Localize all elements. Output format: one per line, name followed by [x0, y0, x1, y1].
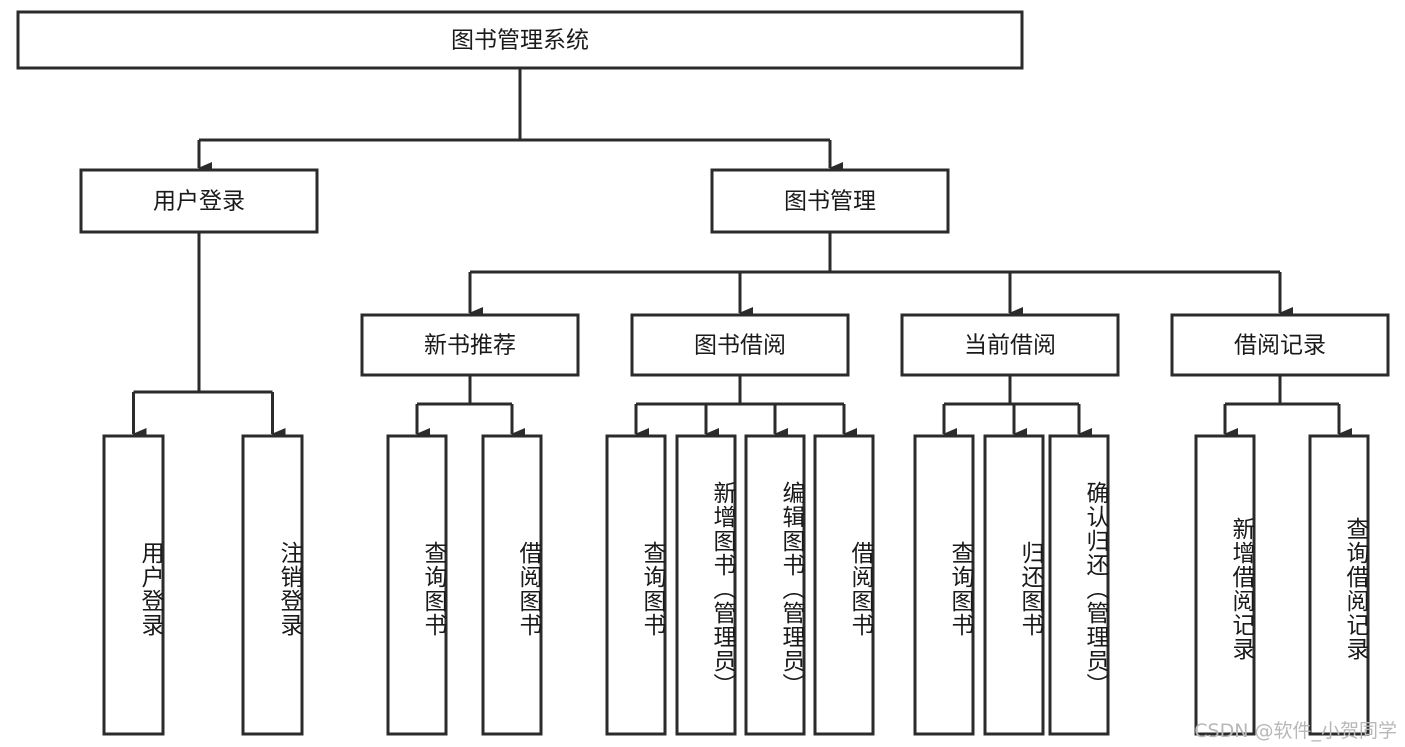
leaf-leaf-query-book-3[interactable]: [913, 434, 975, 736]
node-user-login[interactable]: [79, 168, 319, 234]
leaf-leaf-return-book[interactable]: [983, 434, 1045, 736]
leaf-leaf-query-book-1-rect[interactable]: [386, 434, 448, 736]
node-book-borrow-rect[interactable]: [630, 313, 850, 377]
leaf-leaf-add-book-admin[interactable]: [675, 434, 737, 736]
node-borrow-record[interactable]: [1170, 313, 1390, 377]
node-user-login-label: 用户登录: [153, 189, 245, 215]
leaf-leaf-return-book-rect[interactable]: [983, 434, 1045, 736]
leaf-leaf-add-borrow-record-rect[interactable]: [1194, 434, 1256, 736]
leaf-leaf-query-borrow-record[interactable]: [1308, 434, 1370, 736]
leaf-leaf-add-borrow-record[interactable]: [1194, 434, 1256, 736]
leaf-leaf-borrow-book-1[interactable]: [481, 434, 543, 736]
leaf-leaf-confirm-return[interactable]: [1048, 434, 1110, 736]
leaf-leaf-logout-login[interactable]: [241, 434, 304, 736]
node-new-book-recommend[interactable]: [360, 313, 580, 377]
node-user-login-rect[interactable]: [79, 168, 319, 234]
root-node[interactable]: [16, 10, 1024, 70]
leaf-leaf-logout-login-rect[interactable]: [241, 434, 304, 736]
leaf-leaf-add-book-admin-rect[interactable]: [675, 434, 737, 736]
node-book-manage-rect[interactable]: [710, 168, 950, 234]
leaf-leaf-borrow-book-2[interactable]: [813, 434, 875, 736]
node-current-borrow-rect[interactable]: [900, 313, 1120, 377]
leaf-leaf-user-login[interactable]: [102, 434, 165, 736]
leaf-leaf-user-login-rect[interactable]: [102, 434, 165, 736]
node-book-manage[interactable]: [710, 168, 950, 234]
node-new-book-recommend-rect[interactable]: [360, 313, 580, 377]
leaf-leaf-query-book-1[interactable]: [386, 434, 448, 736]
connector-links: [132, 68, 1352, 440]
leaf-leaf-borrow-book-1-rect[interactable]: [481, 434, 543, 736]
node-new-book-recommend-label: 新书推荐: [424, 333, 516, 359]
leaf-leaf-query-book-3-rect[interactable]: [913, 434, 975, 736]
leaf-leaf-edit-book-admin-rect[interactable]: [744, 434, 806, 736]
leaf-leaf-confirm-return-rect[interactable]: [1048, 434, 1110, 736]
node-book-borrow[interactable]: [630, 313, 850, 377]
node-current-borrow[interactable]: [900, 313, 1120, 377]
root-node-rect[interactable]: [16, 10, 1024, 70]
node-book-borrow-label: 图书借阅: [694, 333, 786, 359]
leaf-leaf-edit-book-admin[interactable]: [744, 434, 806, 736]
root-node-label: 图书管理系统: [451, 28, 589, 54]
watermark-text: CSDN @软件_小贺同学: [1194, 720, 1397, 742]
node-borrow-record-label: 借阅记录: [1234, 333, 1326, 359]
leaf-leaf-query-borrow-record-rect[interactable]: [1308, 434, 1370, 736]
node-current-borrow-label: 当前借阅: [964, 333, 1056, 359]
node-book-manage-label: 图书管理: [784, 189, 876, 215]
leaf-leaf-query-book-2[interactable]: [605, 434, 667, 736]
leaf-leaf-query-book-2-rect[interactable]: [605, 434, 667, 736]
leaf-leaf-borrow-book-2-rect[interactable]: [813, 434, 875, 736]
node-borrow-record-rect[interactable]: [1170, 313, 1390, 377]
